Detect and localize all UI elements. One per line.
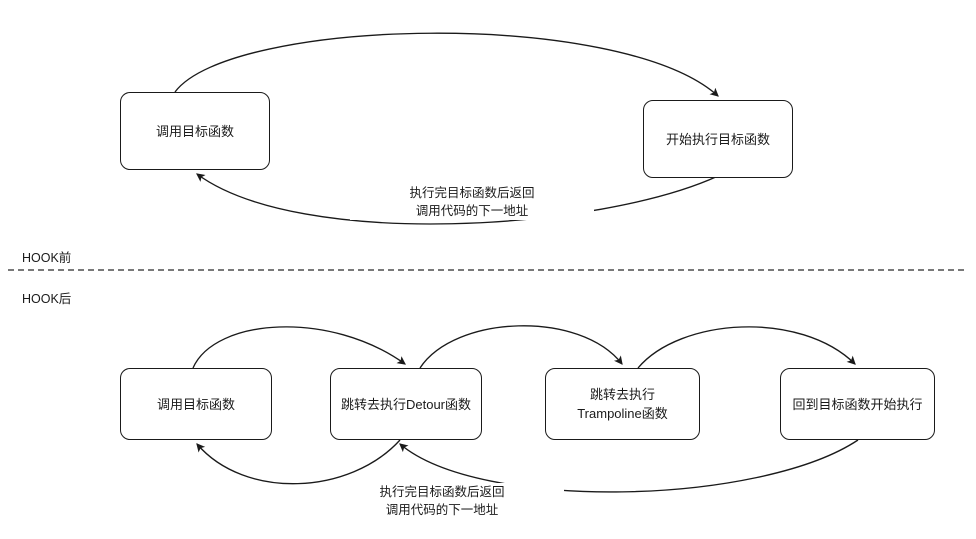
edge-label-after-return: 执行完目标函数后返回 调用代码的下一地址: [320, 483, 564, 519]
node-label: 调用目标函数: [155, 123, 234, 139]
node-before-call-target[interactable]: 调用目标函数: [120, 92, 270, 170]
edge-after-detour-to-trampoline: [419, 325, 623, 369]
node-after-back-to-target[interactable]: 回到目标函数开始执行: [780, 368, 935, 440]
edge-before-call-to-exec: [174, 32, 719, 97]
node-label: 开始执行目标函数: [665, 131, 770, 147]
node-before-start-exec-target[interactable]: 开始执行目标函数: [643, 100, 793, 178]
node-after-jump-detour[interactable]: 跳转去执行Detour函数: [330, 368, 482, 440]
node-label: 跳转去执行Detour函数: [340, 396, 472, 412]
node-label: 跳转去执行 Trampoline函数: [577, 387, 668, 421]
edge-after-detour-to-call-return: [196, 439, 401, 485]
node-after-call-target[interactable]: 调用目标函数: [120, 368, 272, 440]
edge-after-trampoline-to-target: [637, 326, 856, 369]
node-label: 调用目标函数: [156, 396, 235, 412]
section-label-after-hook: HOOK后: [22, 292, 72, 306]
node-label: 回到目标函数开始执行: [792, 396, 923, 412]
edge-label-before-return: 执行完目标函数后返回 调用代码的下一地址: [350, 184, 594, 220]
section-label-before-hook: HOOK前: [22, 251, 72, 265]
edge-after-call-to-detour: [192, 326, 406, 369]
node-after-jump-trampoline[interactable]: 跳转去执行 Trampoline函数: [545, 368, 700, 440]
